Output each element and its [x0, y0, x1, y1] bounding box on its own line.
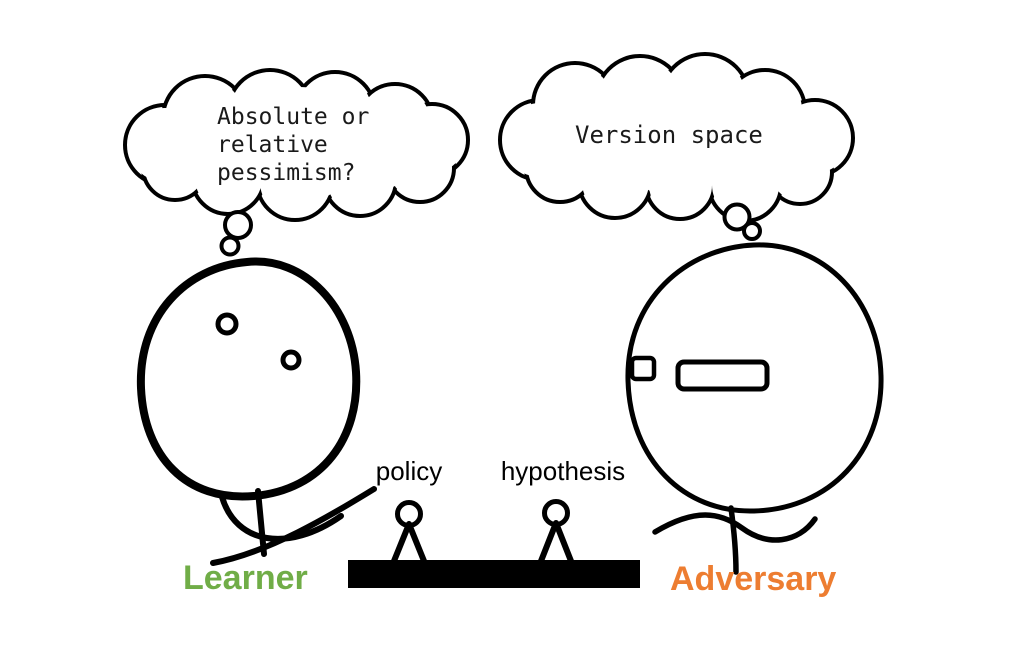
- thought-bubble-left-interior: [128, 73, 465, 217]
- learner-eye-left: [215, 312, 239, 336]
- thought-bubble-left: Absolute or relative pessimism?: [123, 68, 470, 257]
- game-board: policy hypothesis: [348, 456, 640, 588]
- learner-arm-right: [210, 486, 377, 566]
- learner-head: [136, 257, 361, 501]
- thought-left-line-2: relative: [217, 132, 328, 158]
- adversary-torso: [728, 505, 739, 575]
- adversary-visor-hinge: [629, 355, 657, 382]
- adversary-arms: [652, 512, 818, 543]
- learner-arm-left: [219, 494, 344, 542]
- hypothesis-pawn-legs: [538, 520, 574, 564]
- hypothesis-pawn-head: [542, 499, 570, 527]
- hypothesis-pawn: [538, 499, 574, 564]
- hypothesis-label: hypothesis: [501, 456, 625, 486]
- learner-label: Learner: [183, 559, 308, 597]
- thought-trail-right: [722, 202, 762, 241]
- thought-trail-left: [219, 210, 253, 257]
- learner-torso: [255, 488, 267, 557]
- thought-left-line-1: Absolute or: [217, 104, 369, 130]
- adversary-label: Adversary: [670, 560, 836, 598]
- adversary-visor: [675, 359, 770, 392]
- policy-pawn: [391, 500, 427, 564]
- board-bar: [348, 560, 640, 588]
- thought-bubble-right-interior: [503, 57, 850, 218]
- thought-bubble-right: Version space: [498, 52, 855, 241]
- policy-label: policy: [376, 456, 442, 486]
- adversary-figure: [625, 242, 884, 575]
- thought-left-line-3: pessimism?: [217, 160, 355, 186]
- policy-pawn-legs: [391, 521, 427, 564]
- thought-right-text: Version space: [575, 121, 763, 149]
- adversary-head: [625, 242, 884, 514]
- learner-figure: [136, 257, 377, 566]
- policy-pawn-head: [395, 500, 423, 528]
- learner-eye-right: [280, 349, 302, 371]
